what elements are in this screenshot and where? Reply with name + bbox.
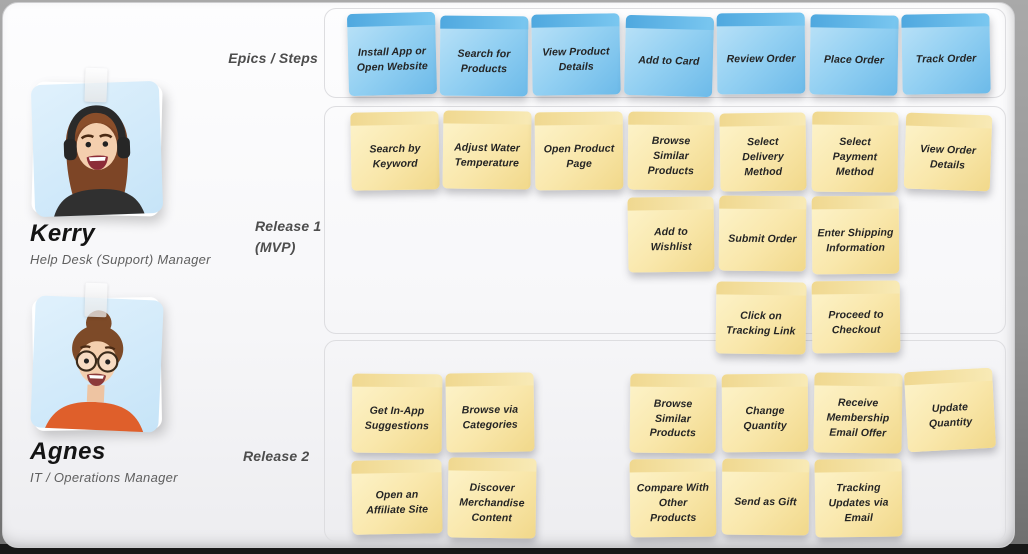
note-text: Tracking Updates via Email <box>828 482 889 525</box>
task-note-browse-via-categories[interactable]: Browse via Categories <box>445 372 535 453</box>
tape-icon <box>84 282 108 318</box>
note-text: Search by Keyword <box>369 142 421 170</box>
release1-label: Release 1 (MVP) <box>255 216 321 258</box>
task-note-search-by-keyword[interactable]: Search by Keyword <box>350 111 440 191</box>
release2-section-frame <box>324 340 1006 542</box>
note-text: Update Quantity <box>928 400 973 430</box>
desk-shadow-strip <box>0 544 1028 554</box>
persona-photo-agnes[interactable] <box>30 282 164 433</box>
task-note-view-order-details[interactable]: View Order Details <box>903 112 993 192</box>
task-note-compare-with-other-products[interactable]: Compare With Other Products <box>629 458 717 538</box>
note-text: Select Payment Method <box>832 136 878 179</box>
woman-glasses-bun-avatar <box>30 295 164 433</box>
task-note-adjust-water-temperature[interactable]: Adjust Water Temperature <box>442 110 532 190</box>
note-text: Add to Card <box>638 54 700 68</box>
epic-note-install-app[interactable]: Install App or Open Website <box>346 11 438 97</box>
note-text: Browse via Categories <box>461 403 519 432</box>
note-text: Place Order <box>823 53 885 67</box>
task-note-proceed-to-checkout[interactable]: Proceed to Checkout <box>811 280 901 354</box>
persona-photo-kerry[interactable] <box>30 67 164 218</box>
note-text: Compare With Other Products <box>636 482 710 525</box>
note-text: Search for Products <box>457 47 511 75</box>
task-note-add-to-wishlist[interactable]: Add to Wishlist <box>627 196 715 273</box>
note-text: Track Order <box>915 52 977 66</box>
persona-role-agnes: IT / Operations Manager <box>30 470 178 485</box>
task-note-select-payment-method[interactable]: Select Payment Method <box>811 111 899 193</box>
note-text: Browse Similar Products <box>649 397 697 440</box>
note-text: Get In-App Suggestions <box>364 405 429 433</box>
note-text: Adjust Water Temperature <box>454 141 520 169</box>
task-note-submit-order[interactable]: Submit Order <box>718 195 807 272</box>
epic-note-search-products[interactable]: Search for Products <box>439 15 529 97</box>
note-text: Review Order <box>726 52 796 65</box>
note-text: Enter Shipping Information <box>817 226 894 254</box>
note-text: Submit Order <box>728 232 797 245</box>
task-note-change-quantity[interactable]: Change Quantity <box>721 373 809 453</box>
task-note-browse-similar-products-r1[interactable]: Browse Similar Products <box>627 111 715 191</box>
task-note-update-quantity[interactable]: Update Quantity <box>903 367 997 453</box>
task-note-click-on-tracking-link[interactable]: Click on Tracking Link <box>715 281 807 355</box>
release1-section-frame <box>324 106 1006 334</box>
note-text: View Product Details <box>542 45 610 74</box>
task-note-tracking-updates-via-email[interactable]: Tracking Updates via Email <box>814 458 903 538</box>
epic-note-view-product-details[interactable]: View Product Details <box>531 13 621 96</box>
note-text: Install App or Open Website <box>356 44 428 74</box>
persona-name-agnes: Agnes <box>30 438 106 465</box>
note-text: Browse Similar Products <box>647 135 695 178</box>
task-note-enter-shipping-information[interactable]: Enter Shipping Information <box>811 195 900 275</box>
note-text: Receive Membership Email Offer <box>826 397 890 440</box>
note-text: Send as Gift <box>734 495 797 509</box>
task-note-get-in-app-suggestions[interactable]: Get In-App Suggestions <box>351 373 443 454</box>
note-text: View Order Details <box>919 142 977 172</box>
tape-icon <box>84 67 108 103</box>
note-text: Open Product Page <box>543 142 615 170</box>
note-text: Select Delivery Method <box>742 136 784 179</box>
note-text: Add to Wishlist <box>650 226 692 254</box>
release1-label-line2: (MVP) <box>255 239 296 255</box>
note-text: Click on Tracking Link <box>726 309 796 337</box>
note-text: Discover Merchandise Content <box>459 482 525 525</box>
note-text: Proceed to Checkout <box>828 308 884 336</box>
epic-note-add-to-card[interactable]: Add to Card <box>623 14 715 98</box>
task-note-receive-membership-email-offer[interactable]: Receive Membership Email Offer <box>813 372 903 454</box>
task-note-browse-similar-products-r2[interactable]: Browse Similar Products <box>629 373 717 454</box>
persona-name-kerry: Kerry <box>30 220 96 247</box>
note-text: Change Quantity <box>743 404 787 432</box>
task-note-send-as-gift[interactable]: Send as Gift <box>721 458 810 536</box>
epics-steps-label: Epics / Steps <box>228 50 318 66</box>
release2-label: Release 2 <box>243 448 310 464</box>
persona-role-kerry: Help Desk (Support) Manager <box>30 252 211 267</box>
woman-headset-avatar <box>30 80 164 218</box>
task-note-open-product-page[interactable]: Open Product Page <box>534 111 624 191</box>
epic-note-review-order[interactable]: Review Order <box>716 12 806 95</box>
task-note-open-an-affiliate-site[interactable]: Open an Affiliate Site <box>351 459 443 535</box>
note-text: Open an Affiliate Site <box>366 488 429 517</box>
epic-note-place-order[interactable]: Place Order <box>809 14 899 96</box>
task-note-discover-merchandise-content[interactable]: Discover Merchandise Content <box>447 457 537 539</box>
task-note-select-delivery-method[interactable]: Select Delivery Method <box>719 112 807 192</box>
epics-section-frame <box>324 8 1006 98</box>
release1-label-line1: Release 1 <box>255 218 322 234</box>
epic-note-track-order[interactable]: Track Order <box>901 13 991 95</box>
